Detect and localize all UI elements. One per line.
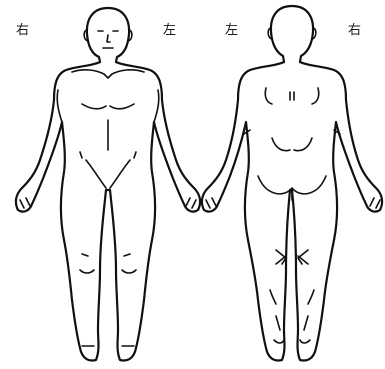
back-calves — [270, 290, 314, 304]
back-elbows — [244, 130, 340, 134]
front-face — [98, 31, 118, 48]
front-abdomen — [80, 120, 136, 188]
front-body-outline-left — [106, 62, 200, 361]
back-head — [271, 6, 313, 62]
front-arms-inner — [57, 90, 159, 122]
front-body-figure — [16, 8, 200, 361]
back-buttocks — [258, 176, 326, 200]
front-knees — [80, 254, 136, 273]
back-heels — [274, 316, 310, 343]
front-hands — [20, 198, 196, 208]
back-ears — [268, 28, 316, 39]
back-scapulae — [265, 88, 319, 104]
back-body-figure — [202, 6, 382, 361]
back-knees — [276, 250, 308, 264]
front-chest — [82, 104, 134, 109]
front-clavicles — [72, 70, 144, 78]
back-waist — [272, 138, 312, 151]
back-body-outline-right — [290, 62, 382, 361]
front-body-outline-right — [16, 62, 106, 361]
back-body-outline-left — [202, 62, 290, 361]
